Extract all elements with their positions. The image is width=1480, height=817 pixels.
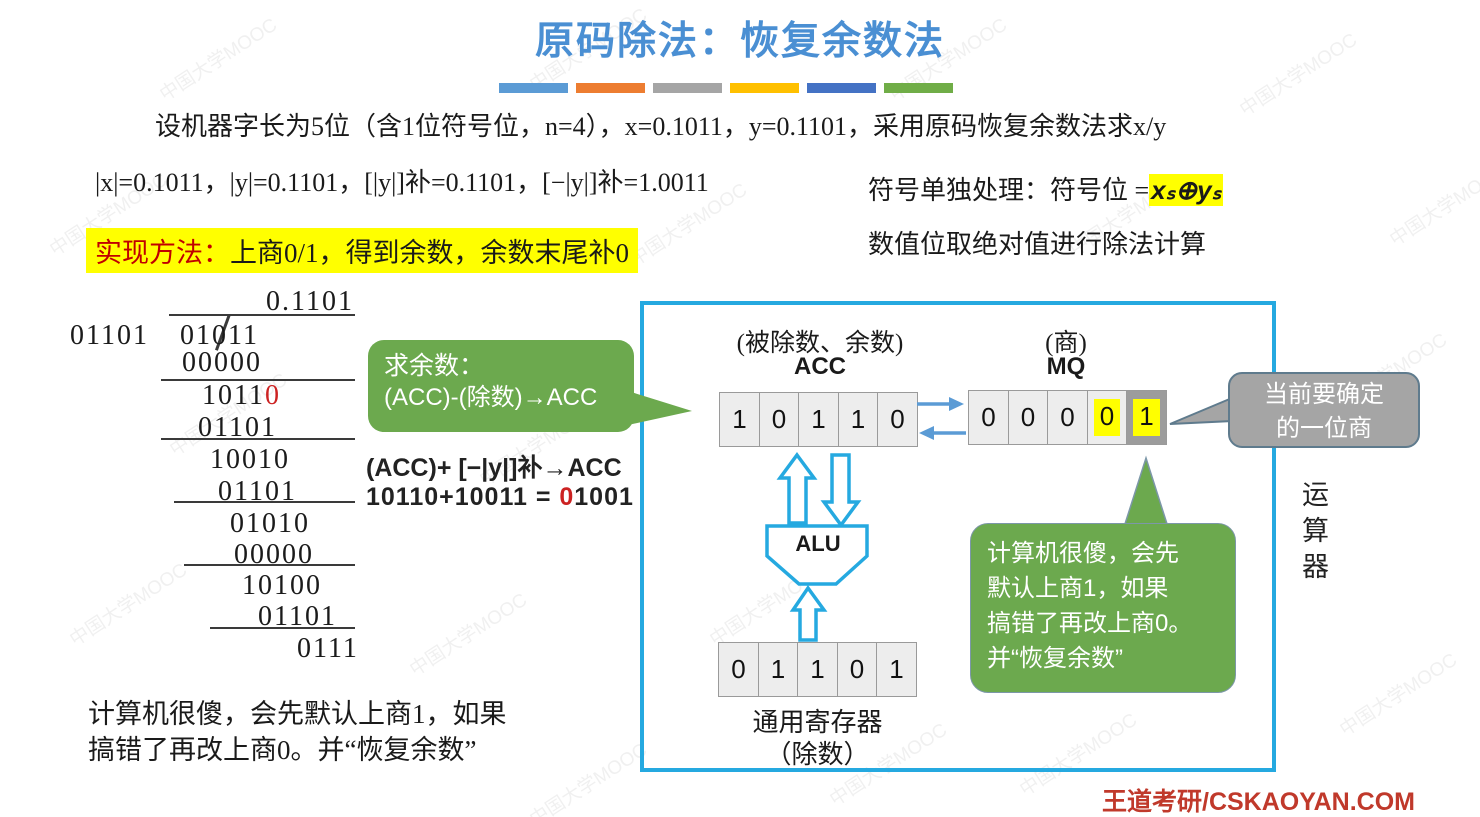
bubble-line: (ACC)-(除数)→ACC <box>384 384 598 411</box>
gpr-caption-divisor: （除数） <box>765 740 870 769</box>
gpr-bit: 1 <box>757 642 799 697</box>
mq-bit-highlighted: 0 <box>1086 390 1128 445</box>
bubble-line: 求余数： <box>384 352 485 380</box>
operator-unit-box <box>640 301 1276 772</box>
bubble-line: 计算机很傻，会先 <box>987 540 1179 567</box>
acc-formula-line: (ACC)+ [−|y|]补→ACC <box>366 454 622 482</box>
mq-bit: 0 <box>1047 390 1088 445</box>
division-row: 01010 <box>230 508 310 539</box>
division-row: 01101 <box>198 412 277 443</box>
bubble-line: 默认上商1，如果 <box>987 575 1169 602</box>
acc-bit: 0 <box>758 392 800 447</box>
division-quotient: 0.1101 <box>266 286 354 317</box>
acc-sum-line: 10110+10011 = 01001 <box>366 483 634 511</box>
mq-register: 0 0 0 0 1 <box>968 390 1167 445</box>
operator-unit-label: 运算器 <box>1298 480 1328 588</box>
accent-bar <box>730 83 799 93</box>
watermark-text: 中国大学MOOC <box>1336 649 1462 741</box>
watermark-text: 中国大学MOOC <box>526 739 652 817</box>
division-row: 00000 <box>234 539 314 570</box>
mq-caption: (商) <box>1045 330 1087 357</box>
division-divisor: 01101 <box>70 320 149 351</box>
accent-bars <box>499 83 953 93</box>
acc-bit: 1 <box>719 392 760 447</box>
gpr-bit: 1 <box>876 642 917 697</box>
method-highlight: 实现方法：上商0/1，得到余数，余数末尾补0 <box>86 228 639 273</box>
gpr-caption: 通用寄存器 <box>752 708 883 737</box>
bubble-line: 搞错了再改上商0。 <box>987 610 1193 637</box>
bubble-line: 的一位商 <box>1276 416 1372 442</box>
division-rule <box>161 379 355 381</box>
division-row: 0111 <box>297 633 359 664</box>
method-label: 实现方法： <box>95 238 230 268</box>
bubble-line: 当前要确定 <box>1264 382 1384 408</box>
division-rule <box>174 501 355 503</box>
sign-rule-line: 符号单独处理：符号位 =xₛ⊕yₛ <box>868 170 1224 207</box>
acc-bit: 0 <box>877 392 918 447</box>
division-rule <box>161 438 355 440</box>
division-row: 01101 <box>258 601 337 632</box>
current-quotient-bubble: 当前要确定 的一位商 <box>1228 372 1420 448</box>
long-division: 0.1101 01101 01011 00000 10110 01101 100… <box>62 286 472 696</box>
acc-name: ACC <box>794 353 846 380</box>
acc-register: 1 0 1 1 0 <box>719 392 918 447</box>
mq-bit: 0 <box>1007 390 1049 445</box>
acc-caption: (被除数、余数) <box>736 330 904 357</box>
division-row: 10010 <box>210 444 290 475</box>
problem-statement: 设机器字长为5位（含1位符号位，n=4），x=0.1011，y=0.1101，采… <box>155 112 1167 141</box>
division-rule <box>210 627 355 629</box>
absolute-values-line: |x|=0.1011，|y|=0.1101，[|y|]补=0.1101，[−|y… <box>95 168 709 197</box>
general-register: 0 1 1 0 1 <box>718 642 917 697</box>
acc-bit: 1 <box>798 392 839 447</box>
gpr-bit: 1 <box>797 642 838 697</box>
gpr-bit: 0 <box>836 642 878 697</box>
mq-bit: 0 <box>968 390 1009 445</box>
accent-bar <box>653 83 722 93</box>
division-rule <box>184 564 355 566</box>
sign-rule-prefix: 符号单独处理：符号位 = <box>868 176 1150 205</box>
mq-name: MQ <box>1046 353 1086 380</box>
mq-bit-current: 1 <box>1126 390 1167 445</box>
accent-bar <box>576 83 645 93</box>
naive-computer-bubble: 计算机很傻，会先 默认上商1，如果 搞错了再改上商0。 并“恢复余数” <box>970 523 1236 693</box>
gpr-bit: 0 <box>718 642 759 697</box>
watermark-text: 中国大学MOOC <box>1386 159 1480 251</box>
acc-bit: 1 <box>837 392 879 447</box>
division-row: 01101 <box>218 476 297 507</box>
accent-bar <box>884 83 953 93</box>
magnitude-rule-line: 数值位取绝对值进行除法计算 <box>868 230 1207 259</box>
division-overbar <box>169 314 355 316</box>
bubble-line: 并“恢复余数” <box>987 645 1123 672</box>
alu-label: ALU <box>795 531 841 556</box>
division-dividend: 01011 <box>180 320 259 351</box>
accent-bar <box>807 83 876 93</box>
page-title: 原码除法：恢复余数法 <box>534 20 945 63</box>
bottom-note: 计算机很傻，会先默认上商1，如果 搞错了再改上商0。并“恢复余数” <box>88 699 507 765</box>
find-remainder-bubble: 求余数： (ACC)-(除数)→ACC <box>368 340 634 432</box>
accent-bar <box>499 83 568 93</box>
brand-footer: 王道考研/CSKAOYAN.COM <box>1102 788 1415 816</box>
division-row: 00000 <box>182 347 262 378</box>
division-row: 10100 <box>242 570 322 601</box>
sign-xor-highlight: xₛ⊕yₛ <box>1149 174 1224 206</box>
method-text: 上商0/1，得到余数，余数末尾补0 <box>230 238 630 268</box>
red-digit: 0 <box>559 483 575 511</box>
division-row: 10110 <box>202 380 281 411</box>
